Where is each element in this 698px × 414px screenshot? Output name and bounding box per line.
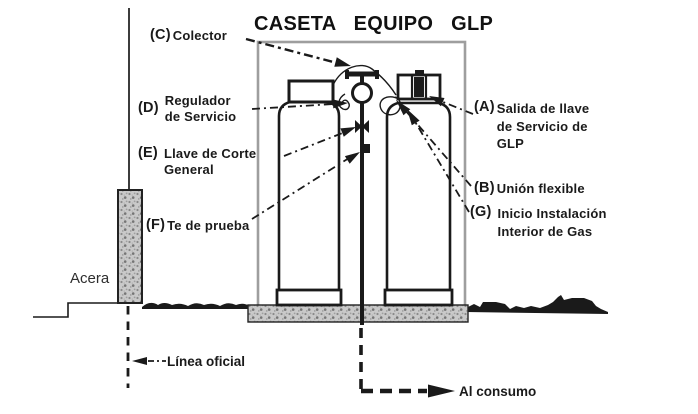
right-cylinder [383,70,454,307]
foundation-slab [247,304,469,323]
callout-f-text: Te de prueba [167,218,250,233]
callout-g-text: Interior de Gas [497,223,593,239]
callout-line-c [245,37,338,65]
callout-d-text: de Servicio [164,108,237,124]
callout-e: (E) Llave de Corte General [138,145,257,177]
callout-line-f [251,157,350,220]
consumo-pipe-dashed [359,328,455,398]
callout-d-text: Regulador [164,93,231,108]
test-tee [361,144,370,153]
callout-c: (C) Colector [150,27,228,44]
callout-e-letter: (E) [138,145,158,161]
arrowhead-c-icon [334,57,351,67]
linea-oficial-arrow-icon [132,357,147,365]
left-cylinder-foot [275,288,343,307]
arrowhead-b-icon [396,100,411,116]
diagram-title: CASETA EQUIPO GLP [254,13,494,35]
left-cylinder-collar [287,79,335,104]
callout-f-letter: (F) [146,217,166,233]
callout-line-a [437,99,474,115]
callout-f: (F) Te de prueba [146,217,250,234]
callout-g: (G) Inicio Instalación Interior de Gas [470,204,607,240]
callout-a-letter: (A) [474,99,495,115]
right-cylinder-foot [383,288,454,307]
callout-c-text: Colector [172,28,228,43]
service-regulator [351,82,373,104]
callout-e-text: Llave de Corte [163,146,257,161]
arrowhead-f-icon [344,152,360,164]
left-cylinder [275,79,343,307]
al-consumo-arrow-icon [428,384,455,398]
callout-b-letter: (B) [474,180,495,196]
callout-b-text: Unión flexible [496,181,585,196]
callout-a-text: GLP [496,136,525,151]
sidewalk-step-line [33,302,118,318]
callout-g-text: Inicio Instalación [497,206,607,221]
arrowhead-d-icon [332,99,348,109]
right-cylinder-valve [414,77,424,97]
callout-c-letter: (C) [150,27,171,43]
callout-a: (A) Salida de llave de Servicio de GLP [474,99,590,153]
callout-a-text: Salida de llave [496,101,590,116]
callout-d: (D) Regulador de Servicio [138,93,236,124]
callout-d-letter: (D) [138,99,159,116]
shutoff-valve [355,120,369,133]
collector-tee [345,70,379,79]
callout-a-text: de Servicio de [496,118,588,134]
callout-e-text: General [163,161,214,177]
acera-label: Acera [70,270,110,287]
al-consumo-label: Al consumo [459,384,537,399]
callout-arrowheads [132,57,445,365]
arrowhead-e-icon [340,127,356,137]
callout-line-d [251,103,335,110]
callout-line-e [283,131,346,157]
arrowhead-g-icon [407,109,420,126]
arrowhead-a-icon [429,96,445,107]
ground-line-right [466,295,608,314]
acera-post [117,189,143,304]
callout-lines [148,37,474,362]
ground-line-left [142,302,250,309]
callout-g-letter: (G) [470,204,492,220]
linea-oficial-label: Línea oficial [167,354,246,369]
callout-b: (B) Unión flexible [474,180,585,197]
